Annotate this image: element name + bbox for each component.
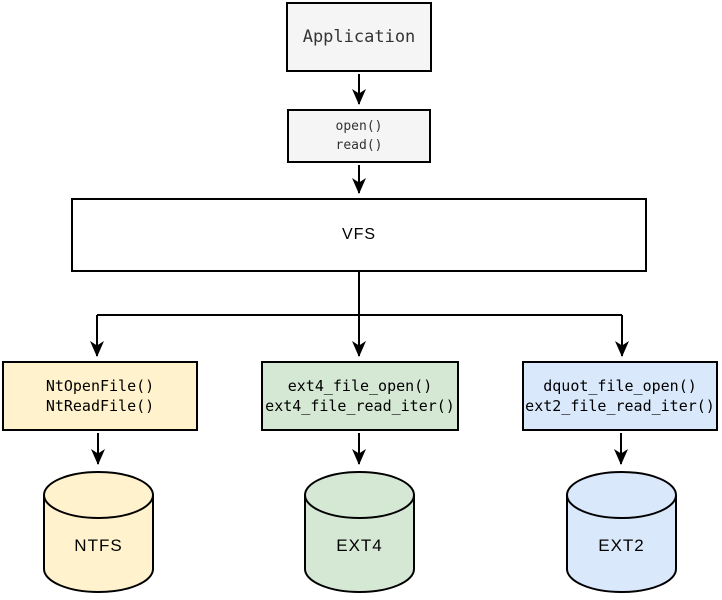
node-application-label: Application <box>302 27 416 47</box>
node-syscalls: open() read() <box>287 109 431 163</box>
ext4-open-label: ext4_file_open() <box>287 377 433 395</box>
ntfs-database-cylinder: NTFS <box>42 470 155 595</box>
node-vfs: VFS <box>71 198 647 272</box>
node-ext2-calls: dquot_file_open() ext2_file_read_iter() <box>522 361 718 431</box>
ext2-read-label: ext2_file_read_iter() <box>525 397 715 415</box>
ext2-store-label: EXT2 <box>598 536 645 555</box>
ext4-store-label: EXT4 <box>336 536 383 555</box>
ext2-open-label: dquot_file_open() <box>543 377 697 395</box>
cylinder-shape-icon <box>43 471 154 593</box>
ntfs-read-label: NtReadFile() <box>45 397 155 415</box>
node-ntfs-calls: NtOpenFile() NtReadFile() <box>2 361 198 431</box>
cylinder-shape-icon <box>304 471 415 593</box>
node-application: Application <box>286 2 432 72</box>
ext4-read-label: ext4_file_read_iter() <box>265 397 455 415</box>
ext4-database-cylinder: EXT4 <box>303 470 416 595</box>
ntfs-store-label: NTFS <box>74 536 123 555</box>
syscall-read-label: read() <box>335 138 383 153</box>
node-ext4-calls: ext4_file_open() ext4_file_read_iter() <box>261 361 459 431</box>
ext2-database-cylinder: EXT2 <box>565 470 678 595</box>
cylinder-shape-icon <box>566 471 677 593</box>
syscall-open-label: open() <box>335 119 383 134</box>
node-vfs-label: VFS <box>341 226 377 243</box>
ntfs-open-label: NtOpenFile() <box>45 377 155 395</box>
